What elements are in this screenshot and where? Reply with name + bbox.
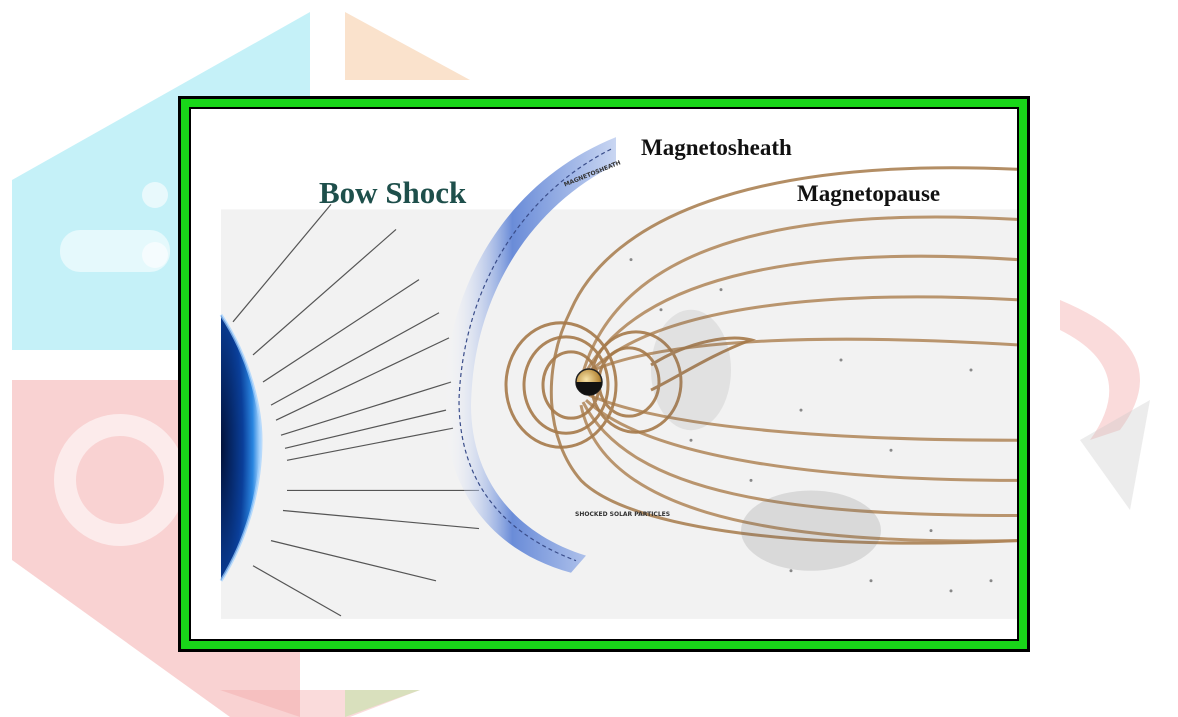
green-border: Bow Shock Magnetosheath Magnetopause MAG… <box>181 99 1027 649</box>
magnetosheath-label: Magnetosheath <box>641 135 792 161</box>
magnetosphere-diagram: Bow Shock Magnetosheath Magnetopause MAG… <box>191 109 1017 639</box>
magnetopause-label: Magnetopause <box>797 181 940 207</box>
bow-shock-label: Bow Shock <box>319 175 466 211</box>
shocked-solar-particles-label: SHOCKED SOLAR PARTICLES <box>575 511 670 518</box>
image-frame: Bow Shock Magnetosheath Magnetopause MAG… <box>178 96 1030 652</box>
